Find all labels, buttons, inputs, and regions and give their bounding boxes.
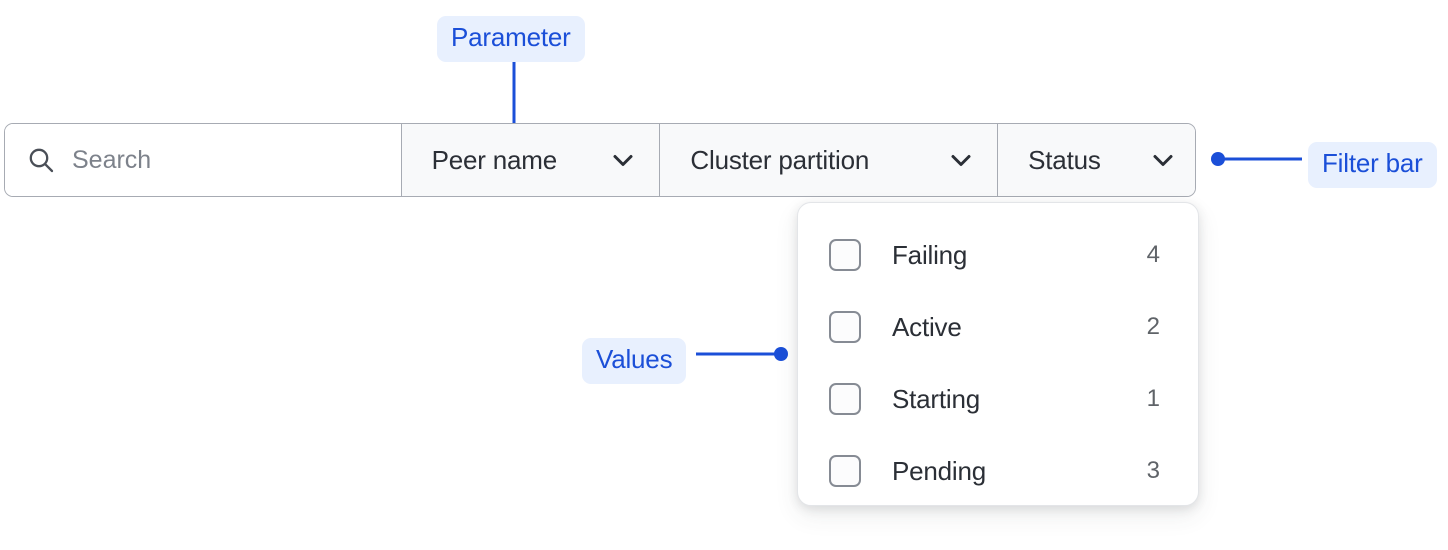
status-dropdown-panel: Failing 4 Active 2 Starting 1 Pending 3	[797, 202, 1199, 506]
option-label: Starting	[892, 383, 981, 414]
list-item[interactable]: Active 2	[798, 291, 1198, 363]
filter-label-cluster-partition: Cluster partition	[690, 144, 870, 175]
filter-label-status: Status	[1028, 144, 1101, 175]
search-input[interactable]	[72, 145, 372, 175]
list-item[interactable]: Failing 4	[798, 219, 1198, 291]
checkbox-active[interactable]	[829, 311, 861, 343]
chevron-down-icon	[951, 155, 971, 166]
option-count: 3	[1146, 457, 1160, 484]
option-label: Failing	[892, 239, 968, 270]
checkbox-pending[interactable]	[829, 455, 861, 487]
filter-dropdown-peer-name[interactable]: Peer name	[400, 124, 660, 196]
chevron-down-icon	[613, 155, 633, 166]
search-icon	[29, 148, 54, 173]
chevron-down-icon	[1153, 155, 1173, 166]
list-item[interactable]: Pending 3	[798, 435, 1198, 507]
annotation-label-filter-bar: Filter bar	[1308, 142, 1437, 188]
option-label: Active	[892, 311, 962, 342]
connector-dot-values	[774, 347, 788, 361]
filter-dropdown-status[interactable]: Status	[997, 124, 1195, 196]
filter-bar: Peer name Cluster partition Status	[4, 123, 1196, 197]
connector-dot-filter-bar	[1211, 152, 1225, 166]
annotation-label-values: Values	[582, 338, 687, 384]
filter-dropdown-cluster-partition[interactable]: Cluster partition	[659, 124, 998, 196]
annotation-label-parameter: Parameter	[437, 16, 585, 62]
filter-label-peer-name: Peer name	[431, 144, 558, 175]
option-count: 4	[1146, 241, 1160, 268]
search-field[interactable]	[5, 124, 401, 196]
checkbox-failing[interactable]	[829, 239, 861, 271]
option-count: 1	[1146, 385, 1160, 412]
list-item[interactable]: Starting 1	[798, 363, 1198, 435]
option-count: 2	[1146, 313, 1160, 340]
option-label: Pending	[892, 455, 987, 486]
checkbox-starting[interactable]	[829, 383, 861, 415]
